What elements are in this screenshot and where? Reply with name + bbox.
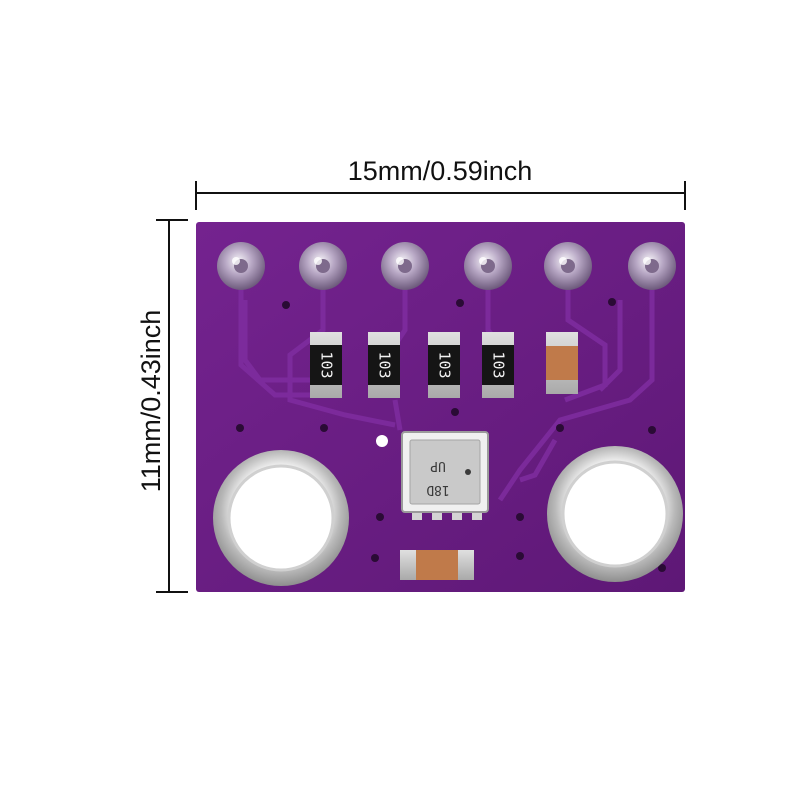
sensor-marking-line2: 18D [426, 482, 450, 497]
resistor: 103 [310, 332, 342, 398]
pad [299, 242, 347, 290]
resistor-marking: 103 [490, 351, 508, 378]
pad [544, 242, 592, 290]
height-dimension-line [156, 219, 188, 593]
width-dimension-label: 15mm/0.59inch [347, 156, 533, 186]
resistor: 103 [482, 332, 514, 398]
sensor-chip: UP 18D [401, 431, 489, 520]
mounting-hole-left [213, 450, 349, 586]
pad [381, 242, 429, 290]
sensor-marking-line1: UP [430, 458, 446, 473]
capacitor [546, 332, 578, 394]
resistor-marking: 103 [376, 351, 394, 378]
pin-header-pads [217, 242, 676, 290]
pad [464, 242, 512, 290]
resistor: 103 [428, 332, 460, 398]
resistor-marking: 103 [436, 351, 454, 378]
resistor: 103 [368, 332, 400, 398]
width-dimension-line [195, 181, 686, 210]
resistor-marking: 103 [318, 351, 336, 378]
pad [217, 242, 265, 290]
capacitor [400, 550, 474, 580]
mounting-hole-right [547, 446, 683, 582]
pad [628, 242, 676, 290]
